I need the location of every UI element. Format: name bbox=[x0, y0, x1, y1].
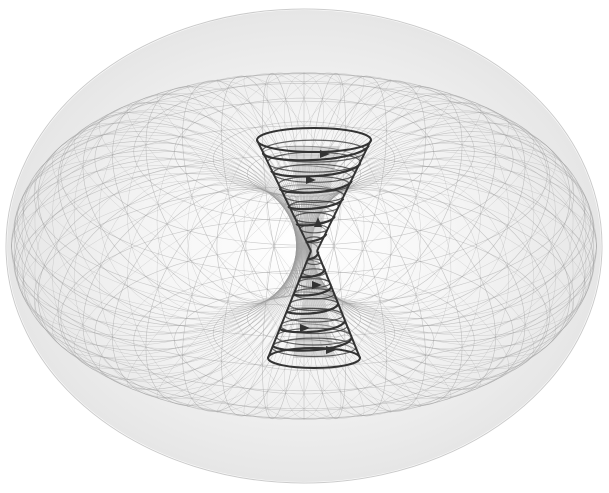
torus-vortex-diagram bbox=[0, 0, 609, 493]
